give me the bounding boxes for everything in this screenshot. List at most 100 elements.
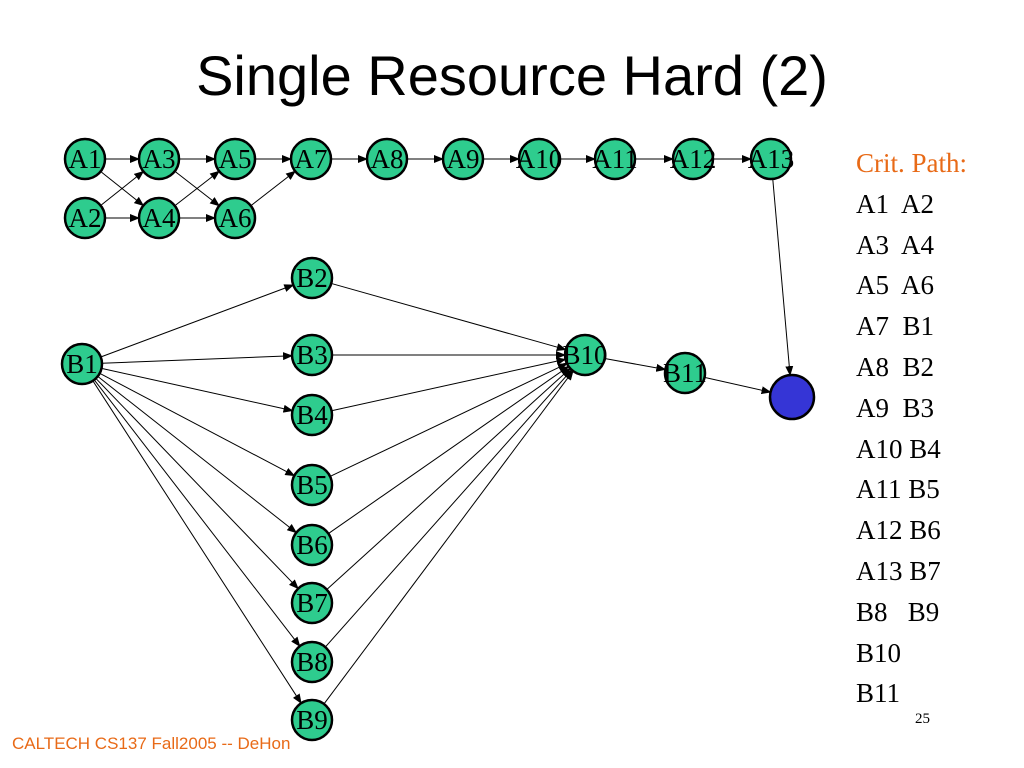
node-b8: B8 [290, 640, 334, 684]
page-title: Single Resource Hard (2) [196, 44, 828, 107]
node-a10: A10 [516, 137, 563, 181]
node-a13: A13 [748, 137, 795, 181]
edge-a13-sink [772, 178, 794, 377]
edge-b2-b10 [331, 282, 567, 351]
critical-path-row: B10 [856, 637, 902, 668]
node-a7: A7 [289, 137, 333, 181]
node-circle [290, 393, 334, 437]
node-circle [63, 196, 107, 240]
edges-group [92, 155, 794, 705]
edge-b4-b10 [331, 357, 567, 412]
edge-b10-b11 [604, 358, 667, 372]
critical-path-row: A8 B2 [856, 351, 935, 382]
node-label: A10 [516, 144, 563, 174]
node-a11: A11 [592, 137, 638, 181]
node-circle [563, 333, 607, 377]
node-b9: B9 [290, 698, 334, 742]
critical-path-row: B11 [856, 678, 901, 709]
critical-path-row: A11 B5 [856, 474, 940, 505]
node-label: B10 [562, 340, 607, 370]
node-label: A13 [748, 144, 795, 174]
node-b5: B5 [290, 463, 334, 507]
node-b10: B10 [562, 333, 608, 377]
critical-path-row: A13 B7 [856, 555, 941, 586]
node-label: A4 [143, 203, 176, 233]
node-label: A7 [295, 144, 328, 174]
node-a9: A9 [441, 137, 485, 181]
node-a2: A2 [63, 196, 107, 240]
node-label: A5 [219, 144, 252, 174]
node-label: B2 [296, 263, 328, 293]
node-circle [290, 256, 334, 300]
node-circle [593, 137, 637, 181]
node-circle [290, 463, 334, 507]
node-circle [663, 351, 707, 395]
node-b1: B1 [60, 342, 104, 386]
node-b6: B6 [290, 523, 334, 567]
node-circle [290, 333, 334, 377]
edge-b1-b5 [99, 372, 296, 477]
node-circle [671, 137, 715, 181]
node-a6: A6 [213, 196, 257, 240]
node-label: A11 [592, 144, 638, 174]
node-circle [60, 342, 104, 386]
edge-b1-b9 [92, 380, 302, 705]
node-circle [365, 137, 409, 181]
node-circle [441, 137, 485, 181]
edge-b1-b6 [97, 375, 298, 534]
node-circle [749, 137, 793, 181]
node-label: B9 [296, 705, 328, 735]
edge-a6-a7 [250, 170, 296, 207]
edge-b8-b10 [324, 369, 573, 648]
critical-path-row: A9 B3 [856, 392, 935, 423]
edge-b6-b10 [328, 365, 570, 534]
node-label: B7 [296, 588, 328, 618]
edge-b1-b7 [95, 378, 299, 590]
node-label: B8 [296, 647, 328, 677]
node-label: B1 [66, 349, 98, 379]
node-b4: B4 [290, 393, 334, 437]
edge-b1-b2 [100, 284, 295, 358]
node-b11: B11 [663, 351, 707, 395]
node-a1: A1 [63, 137, 107, 181]
node-a3: A3 [137, 137, 181, 181]
edge-a4-a5 [174, 170, 220, 207]
node-circle [290, 698, 334, 742]
critical-path-row: A12 B6 [856, 515, 941, 546]
critical-path-row: A1 A2 [856, 188, 935, 219]
node-a12: A12 [670, 137, 717, 181]
node-label: A3 [143, 144, 176, 174]
node-circle [289, 137, 333, 181]
edge-a2-a3 [100, 170, 145, 206]
node-label: A12 [670, 144, 717, 174]
critical-path-row: A5 A6 [856, 270, 935, 301]
node-circle [137, 137, 181, 181]
node-label: A6 [219, 203, 252, 233]
edge-b7-b10 [326, 367, 571, 590]
node-label: B6 [296, 530, 328, 560]
node-b2: B2 [290, 256, 334, 300]
critical-path-row: A3 A4 [856, 229, 935, 260]
node-label: B4 [296, 400, 328, 430]
edge-b9-b10 [323, 370, 574, 705]
node-circle [290, 523, 334, 567]
critical-path-row: A10 B4 [856, 433, 941, 464]
critical-path-title: Crit. Path: [856, 148, 968, 178]
node-label: B11 [663, 358, 707, 388]
page-number: 25 [915, 711, 930, 727]
node-b3: B3 [290, 333, 334, 377]
edge-b1-b4 [101, 367, 294, 413]
node-label: A2 [69, 203, 102, 233]
node-label: A1 [69, 144, 102, 174]
edge-b1-b3 [101, 352, 294, 364]
node-label: B5 [296, 470, 328, 500]
node-label: A9 [447, 144, 480, 174]
node-a8: A8 [365, 137, 409, 181]
node-circle [290, 640, 334, 684]
node-circle [290, 581, 334, 625]
critical-path-row: B8 B9 [856, 596, 940, 627]
node-label: B3 [296, 340, 328, 370]
